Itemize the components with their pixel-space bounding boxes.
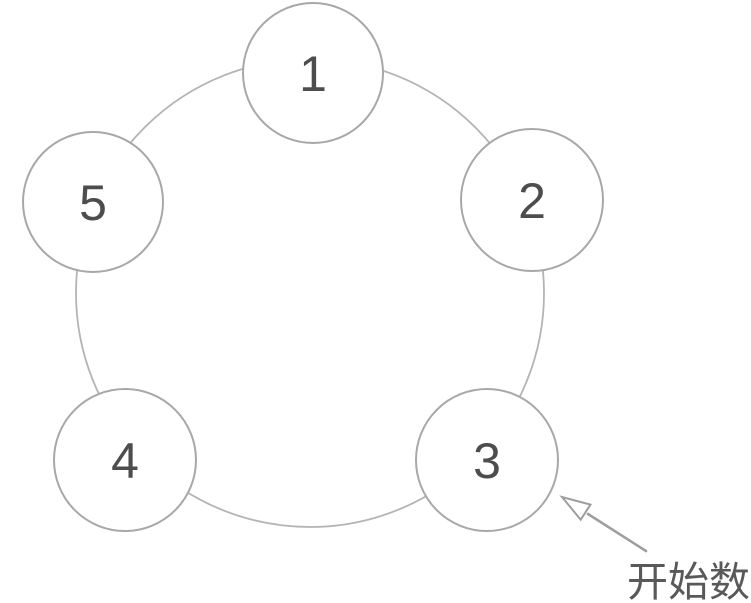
node-circle-3 [415, 388, 559, 532]
node-label-5: 5 [79, 175, 107, 231]
node-circle-2 [460, 128, 604, 272]
node-label-1: 1 [299, 46, 327, 102]
arrow-head-icon [559, 495, 593, 522]
node-label-4: 4 [111, 433, 139, 489]
start-arrow [559, 495, 648, 553]
start-counting-label: 开始数 [627, 559, 750, 603]
nodes-group: 1 2 3 4 5 [22, 2, 604, 532]
arrow-shaft [586, 512, 648, 553]
node-label-2: 2 [518, 173, 546, 229]
node-circle-5 [22, 131, 164, 273]
node-circle-4 [53, 388, 197, 532]
node-label-3: 3 [473, 433, 501, 489]
node-circle-1 [242, 2, 384, 144]
